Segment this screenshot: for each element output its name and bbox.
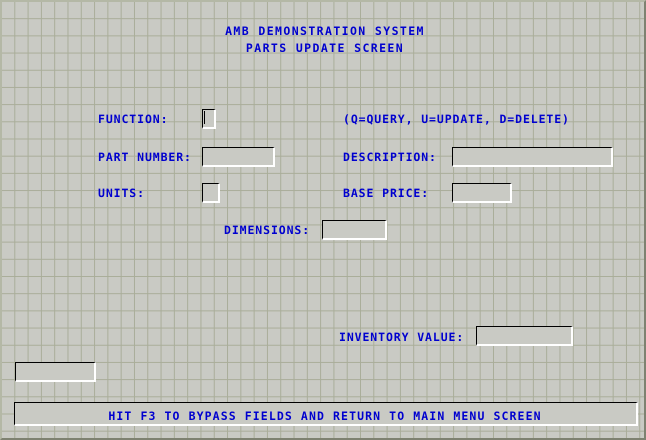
status-message: HIT F3 TO BYPASS FIELDS AND RETURN TO MA… (108, 409, 542, 423)
status-bar (14, 402, 638, 426)
unlabeled-input[interactable] (16, 365, 94, 383)
units-label: UNITS: (98, 186, 145, 200)
base-price-input-wrapper[interactable] (452, 183, 512, 204)
screen-title-line-2: PARTS UPDATE SCREEN (245, 41, 405, 55)
screen-title-line-1: AMB DEMONSTRATION SYSTEM (225, 24, 425, 38)
dimensions-input[interactable] (323, 223, 385, 241)
dimensions-input-wrapper[interactable] (322, 220, 387, 241)
units-input[interactable] (203, 186, 218, 204)
text-caret (204, 111, 205, 124)
base-price-label: BASE PRICE: (343, 186, 430, 200)
unlabeled-input-wrapper[interactable] (15, 362, 96, 383)
function-input-wrapper[interactable] (202, 109, 216, 130)
description-input-wrapper[interactable] (452, 147, 613, 168)
dimensions-label: DIMENSIONS: (224, 223, 311, 237)
description-label: DESCRIPTION: (343, 150, 437, 164)
part-number-input-wrapper[interactable] (202, 147, 275, 168)
inventory-value-input-wrapper[interactable] (476, 326, 573, 347)
function-input[interactable] (203, 112, 214, 130)
function-label: FUNCTION: (98, 112, 169, 126)
inventory-value-input[interactable] (477, 329, 571, 347)
base-price-input[interactable] (453, 186, 510, 204)
description-input[interactable] (453, 150, 611, 168)
units-input-wrapper[interactable] (202, 183, 220, 204)
part-number-label: PART NUMBER: (98, 150, 192, 164)
function-hint: (Q=QUERY, U=UPDATE, D=DELETE) (343, 112, 570, 126)
part-number-input[interactable] (203, 150, 273, 168)
inventory-value-label: INVENTORY VALUE: (339, 330, 465, 344)
